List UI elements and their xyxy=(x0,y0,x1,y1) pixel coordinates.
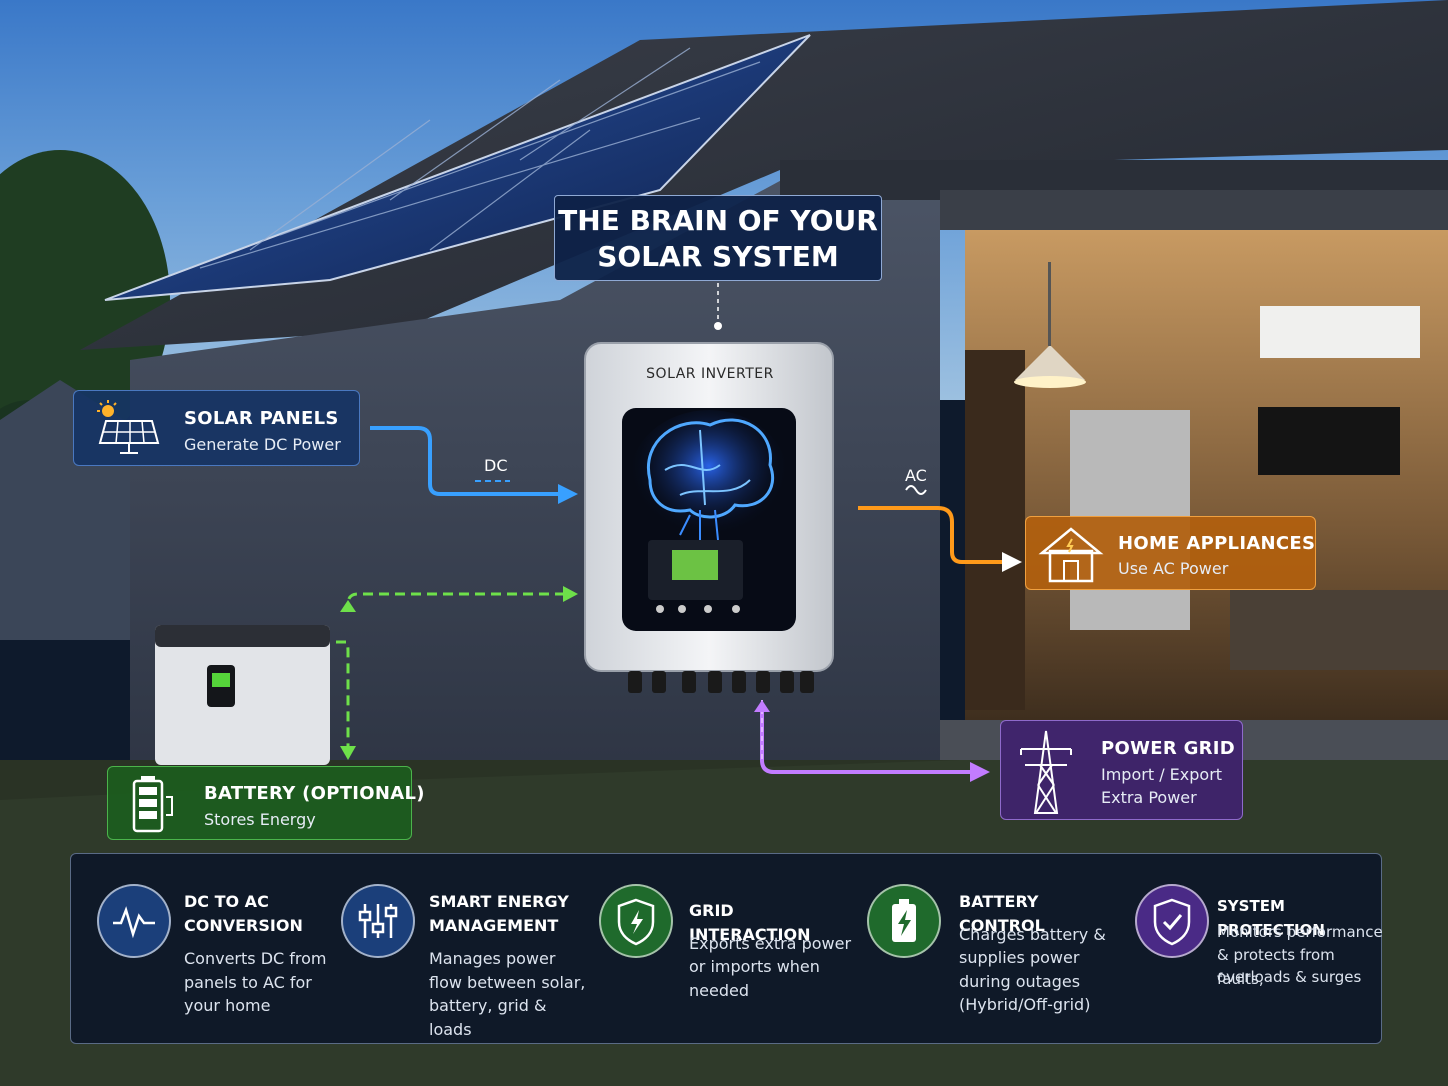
house-icon xyxy=(1038,527,1104,583)
feature-icon-circle xyxy=(1135,884,1209,958)
feature-dc-to-ac: DC TO AC CONVERSION Converts DC from pan… xyxy=(71,854,333,1045)
power-grid-callout: POWER GRID Import / Export Extra Power xyxy=(1000,720,1243,820)
home-appliances-subtitle: Use AC Power xyxy=(1118,559,1229,578)
feature-desc-line-3: battery, grid & loads xyxy=(429,996,547,1039)
feature-desc-line-1: Manages power xyxy=(429,949,556,968)
feature-desc-line-1: Monitors performance xyxy=(1217,923,1383,941)
feature-title-line-2: CONVERSION xyxy=(184,916,303,935)
battery-icon xyxy=(132,776,173,833)
battery-title: BATTERY (OPTIONAL) xyxy=(204,783,425,804)
dc-flow-label: DC xyxy=(484,456,508,475)
feature-desc-line-2: supplies power xyxy=(959,948,1080,967)
feature-desc-line-4: (Hybrid/Off-grid) xyxy=(959,995,1091,1014)
feature-icon-circle xyxy=(599,884,673,958)
feature-desc-line-2: flow between solar, xyxy=(429,973,586,992)
feature-system-protection: SYSTEM PROTECTION Monitors performance &… xyxy=(1121,854,1383,1045)
feature-desc-line-3: during outages xyxy=(959,972,1081,991)
feature-desc-line-2: panels to AC for xyxy=(184,973,312,992)
pylon-icon xyxy=(1020,730,1072,814)
feature-smart-energy: SMART ENERGY MANAGEMENT Manages power fl… xyxy=(333,854,593,1045)
feature-desc-line-1: Exports extra power xyxy=(689,934,852,953)
feature-title-line-2: MANAGEMENT xyxy=(429,916,559,935)
diagram-title: THE BRAIN OF YOUR SOLAR SYSTEM xyxy=(554,195,882,281)
shield-check-icon xyxy=(1153,898,1191,946)
feature-desc-line-1: Converts DC from xyxy=(184,949,327,968)
power-grid-title: POWER GRID xyxy=(1101,738,1236,759)
feature-desc-line-3: your home xyxy=(184,996,271,1015)
feature-desc-line-2: & protects from faults, xyxy=(1217,946,1335,988)
ac-flow-label: AC xyxy=(905,466,927,485)
title-line-2: SOLAR SYSTEM xyxy=(597,240,839,273)
feature-title-line-1: DC TO AC xyxy=(184,892,269,911)
battery-bolt-icon xyxy=(892,899,916,942)
feature-grid-interaction: GRID INTERACTION Exports extra power or … xyxy=(593,854,859,1045)
solar-panels-subtitle: Generate DC Power xyxy=(184,435,341,454)
feature-title-line-1: SYSTEM PROTECTION xyxy=(1217,897,1325,939)
battery-subtitle: Stores Energy xyxy=(204,810,316,829)
feature-desc-line-2: or imports when xyxy=(689,957,820,976)
shield-bolt-icon xyxy=(617,898,655,946)
solar-panels-callout: SOLAR PANELS Generate DC Power xyxy=(73,390,360,466)
waveform-icon xyxy=(113,906,155,939)
features-panel: DC TO AC CONVERSION Converts DC from pan… xyxy=(70,853,1383,1045)
solar-panel-icon xyxy=(97,400,160,454)
feature-title-line-1: SMART ENERGY xyxy=(429,892,569,911)
sliders-icon xyxy=(358,904,398,938)
power-grid-subtitle-1: Import / Export xyxy=(1101,765,1223,784)
feature-desc-line-1: Charges battery & xyxy=(959,925,1106,944)
home-appliances-callout: HOME APPLIANCES Use AC Power xyxy=(1025,516,1316,590)
battery-callout: BATTERY (OPTIONAL) Stores Energy xyxy=(107,766,424,840)
feature-title-line-1: GRID INTERACTION xyxy=(689,901,811,944)
power-grid-subtitle-2: Extra Power xyxy=(1101,788,1197,807)
feature-battery-control: BATTERY CONTROL Charges battery & suppli… xyxy=(859,854,1121,1045)
feature-icon-circle xyxy=(341,884,415,958)
feature-title-line-1: BATTERY CONTROL xyxy=(959,892,1045,935)
inverter-label: SOLAR INVERTER xyxy=(646,366,774,382)
title-line-1: THE BRAIN OF YOUR xyxy=(558,204,878,237)
feature-desc-line-3: needed xyxy=(689,981,749,1000)
feature-icon-circle xyxy=(97,884,171,958)
feature-desc-line-3: overloads & surges xyxy=(1217,968,1362,986)
home-appliances-title: HOME APPLIANCES xyxy=(1118,533,1316,554)
feature-icon-circle xyxy=(867,884,941,958)
solar-panels-title: SOLAR PANELS xyxy=(184,408,339,429)
